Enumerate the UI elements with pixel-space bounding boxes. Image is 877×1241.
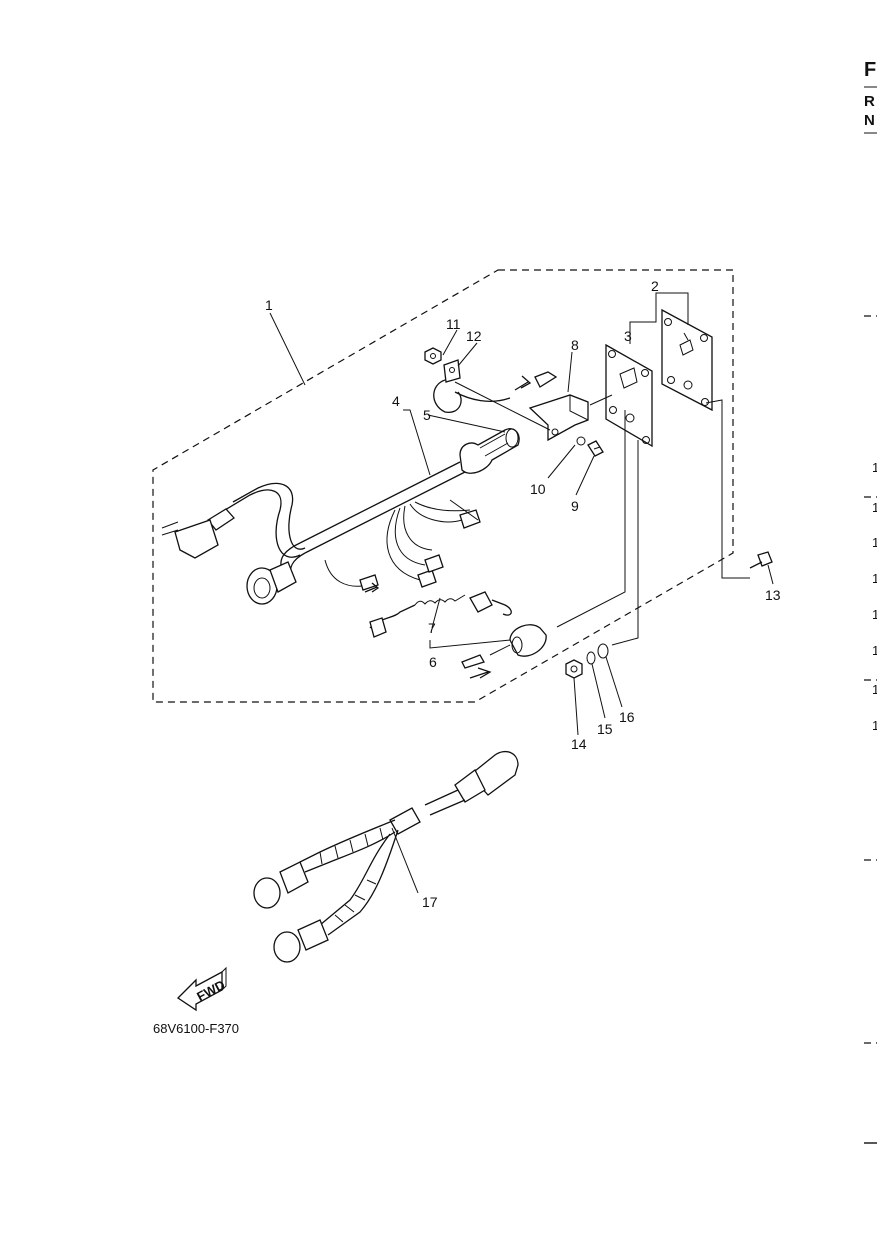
mounting-plate (661, 308, 713, 412)
index-mark: 1 (872, 718, 877, 733)
index-mark: 1 (872, 682, 877, 697)
spring-washer (586, 651, 596, 665)
callout-labels: 1 2 3 4 5 6 7 8 9 10 11 12 13 14 15 16 1… (265, 278, 781, 910)
wire-harness (161, 461, 481, 605)
index-mark: 1 (872, 607, 877, 622)
callout-7: 7 (428, 620, 436, 636)
gasket-plate (605, 343, 653, 448)
flat-washer (597, 643, 609, 659)
callout-14: 14 (571, 736, 587, 752)
extension-harness (253, 751, 519, 963)
header-letter-n: N (864, 112, 875, 129)
callout-2: 2 (651, 278, 659, 294)
callout-11: 11 (446, 316, 461, 332)
diagram-reference-code: 68V6100-F370 (153, 1021, 239, 1036)
hex-nut (565, 659, 583, 679)
right-edge-header: F R N (864, 59, 877, 134)
leader-lines (269, 292, 774, 894)
index-mark: 1 (872, 571, 877, 586)
nut (424, 347, 442, 365)
right-edge-index: 1 1 1 1 1 1 1 1 (864, 315, 877, 1144)
callout-4: 4 (392, 393, 400, 409)
callout-5: 5 (423, 407, 431, 423)
callout-13: 13 (765, 587, 781, 603)
bolt (587, 440, 604, 457)
screw (749, 551, 773, 569)
header-letter-r: R (864, 93, 875, 110)
lanyard-switch (369, 591, 547, 679)
header-letter-f: F (864, 59, 876, 81)
fwd-arrow-icon: FWD (176, 966, 227, 1012)
switch-bracket (528, 394, 589, 442)
fwd-label: FWD (194, 977, 227, 1004)
wire-clamp (433, 359, 511, 413)
washer (576, 436, 586, 446)
callout-6: 6 (429, 654, 437, 670)
assembly-boundary (152, 269, 734, 703)
terminal-arrows (514, 371, 558, 391)
callout-9: 9 (571, 498, 579, 514)
callout-17: 17 (422, 894, 438, 910)
index-mark: 1 (872, 460, 877, 475)
index-mark: 1 (872, 643, 877, 658)
callout-1: 1 (265, 297, 273, 313)
harness-grommet (459, 428, 520, 474)
callout-10: 10 (530, 481, 546, 497)
index-mark: 1 (872, 535, 877, 550)
callout-12: 12 (466, 328, 482, 344)
callout-15: 15 (597, 721, 613, 737)
callout-3: 3 (624, 328, 632, 344)
callout-16: 16 (619, 709, 635, 725)
callout-8: 8 (571, 337, 579, 353)
index-mark: 1 (872, 500, 877, 515)
